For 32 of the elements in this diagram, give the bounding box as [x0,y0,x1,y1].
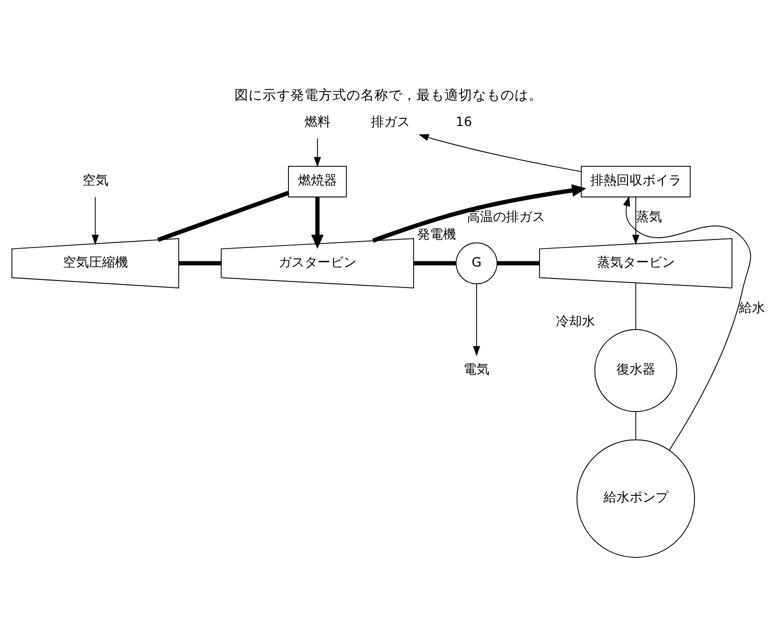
node-circle: G [456,242,498,284]
node-box: 蒸気タービン [539,238,732,288]
node-box: 燃焼器 [288,165,347,197]
node-circle: 給水ポンプ [576,438,695,558]
node-label: 冷却水 [556,314,595,329]
node-box: ガスタービン [220,238,414,288]
arrow [311,196,324,248]
node-text: 燃料 [304,114,330,130]
edge-label: 給水 [738,300,765,316]
connector [414,260,456,265]
arrow [632,196,640,244]
arrow [314,137,321,167]
label: 16 [456,114,472,130]
node-text: 空気 [82,173,108,188]
edge-label: 蒸気 [636,209,662,224]
arrow [623,195,752,450]
connector [157,190,290,242]
node-circle: 復水器 [594,328,678,412]
node-box: 空気圧縮機 [11,238,180,288]
arrow [473,282,480,356]
node-text: 排ガス [371,114,410,130]
node-box: 排熱回収ボイラ [580,165,691,197]
connector [178,260,222,265]
arrow [92,196,99,244]
connector [497,260,540,265]
connector [635,282,636,330]
connector [635,410,636,440]
node-label: 発電機 [417,227,456,242]
diagram-title: 図に示す発電方式の名称で，最も適切なものは。 [234,87,542,104]
node-text: 電気 [464,362,490,378]
arrow [372,184,586,242]
arrow [418,134,582,172]
